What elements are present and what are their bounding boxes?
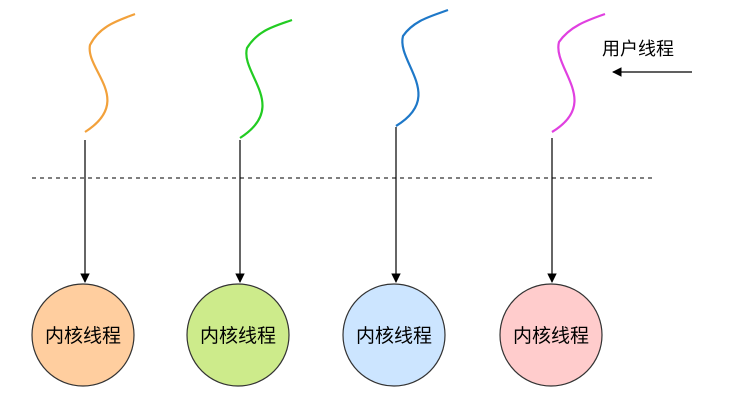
kernel-thread-circle-3 bbox=[342, 283, 446, 387]
user-thread-wave-4 bbox=[551, 12, 606, 133]
kernel-thread-label-4: 内核线程 bbox=[513, 325, 589, 347]
thread-pair-3: 内核线程 bbox=[342, 8, 449, 387]
user-thread-wave-2 bbox=[239, 18, 293, 139]
user-thread-wave-1 bbox=[84, 12, 136, 133]
kernel-thread-circle-2 bbox=[186, 283, 290, 387]
thread-pair-2: 内核线程 bbox=[186, 18, 293, 387]
kernel-thread-label-2: 内核线程 bbox=[200, 325, 276, 347]
kernel-thread-label-1: 内核线程 bbox=[45, 325, 121, 347]
user-thread-label: 用户线程 bbox=[602, 39, 674, 60]
thread-pair-4: 内核线程 bbox=[499, 12, 606, 387]
user-thread-annotation: 用户线程 bbox=[602, 39, 692, 77]
user-thread-wave-3 bbox=[395, 8, 449, 127]
kernel-thread-label-3: 内核线程 bbox=[356, 325, 432, 347]
kernel-thread-circle-4 bbox=[499, 283, 603, 387]
kernel-thread-circle-1 bbox=[31, 283, 135, 387]
thread-pair-1: 内核线程 bbox=[31, 12, 136, 387]
